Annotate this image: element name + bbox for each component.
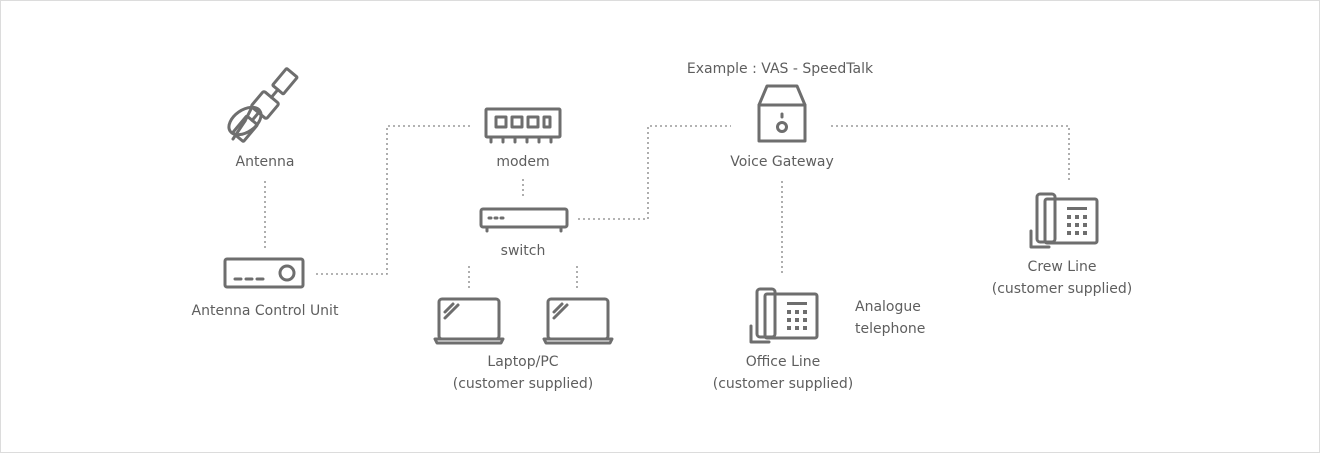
link-gateway-crew bbox=[831, 125, 1070, 183]
office-line-sublabel: (customer supplied) bbox=[712, 376, 854, 392]
laptop-icon bbox=[433, 297, 505, 345]
crew-line-label: Crew Line bbox=[1027, 259, 1097, 275]
modem-icon bbox=[484, 107, 562, 144]
link-acu-modem bbox=[316, 125, 471, 275]
analogue-label-line1: Analogue bbox=[855, 299, 921, 315]
satellite-icon bbox=[227, 67, 299, 143]
modem-label: modem bbox=[496, 154, 550, 170]
gateway-label: Voice Gateway bbox=[730, 154, 834, 170]
voice-gateway-icon bbox=[757, 84, 807, 143]
link-switch-gateway bbox=[578, 125, 731, 220]
telephone-icon bbox=[1029, 192, 1099, 249]
laptop-icon bbox=[542, 297, 614, 345]
switch-label: switch bbox=[500, 243, 546, 259]
laptop-sublabel: (customer supplied) bbox=[452, 376, 594, 392]
office-line-label: Office Line bbox=[745, 354, 821, 370]
laptop-label: Laptop/PC bbox=[487, 354, 559, 370]
switch-icon bbox=[479, 207, 569, 233]
crew-line-sublabel: (customer supplied) bbox=[991, 281, 1133, 297]
control-unit-icon bbox=[223, 257, 305, 289]
analogue-label-line2: telephone bbox=[855, 321, 926, 337]
telephone-icon bbox=[749, 287, 819, 344]
gateway-example-label: Example : VAS - SpeedTalk bbox=[686, 61, 874, 77]
acu-label: Antenna Control Unit bbox=[191, 303, 339, 319]
antenna-label: Antenna bbox=[235, 154, 295, 170]
